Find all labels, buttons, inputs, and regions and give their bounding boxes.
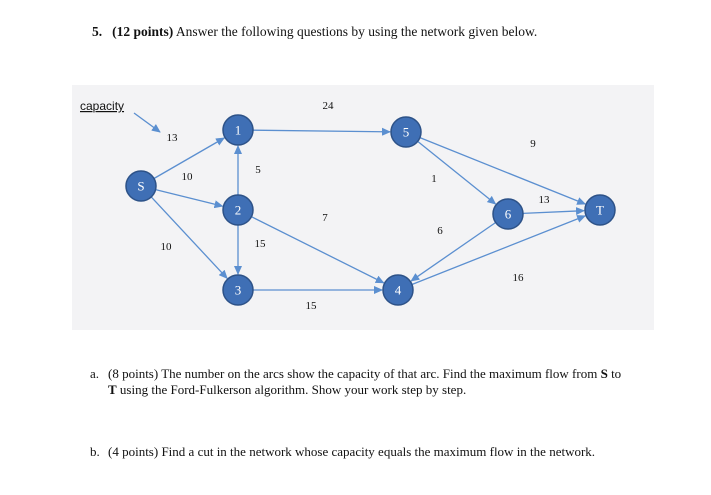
arc-capacity-S-3: 10 <box>161 241 173 253</box>
arc-5-6 <box>417 140 497 205</box>
node-4: 4 <box>382 274 414 306</box>
question-a-to: to <box>611 366 622 381</box>
arc-capacity-1-5: 24 <box>323 100 335 112</box>
node-label-S: S <box>137 179 144 194</box>
node-label-5: 5 <box>403 125 410 140</box>
arc-capacity-2-1: 5 <box>255 164 261 176</box>
arc-capacity-S-2: 10 <box>182 171 194 183</box>
question-a: a. (8 points) The number on the arcs show… <box>90 366 650 398</box>
node-S: S <box>125 170 157 202</box>
arc-capacity-6-T: 13 <box>539 194 551 206</box>
arc-6-4 <box>410 221 497 282</box>
arc-S-1 <box>153 137 226 180</box>
question-a-text1: The number on the arcs show the capacity… <box>161 366 598 381</box>
question-a-label: a. <box>90 366 100 381</box>
question-b-points: (4 points) <box>108 444 159 459</box>
node-2: 2 <box>222 194 254 226</box>
node-5: 5 <box>390 116 422 148</box>
node-1: 1 <box>222 114 254 146</box>
node-3: 3 <box>222 274 254 306</box>
node-T: T <box>584 194 616 226</box>
node-6: 6 <box>492 198 524 230</box>
arc-capacity-2-4: 7 <box>322 212 328 224</box>
arc-capacity-5-6: 1 <box>431 173 437 185</box>
question-b-label: b. <box>90 444 100 459</box>
arc-5-T <box>419 136 587 205</box>
arc-capacity-S-1: 13 <box>167 132 179 144</box>
question-a-text2: using the Ford-Fulkerson algorithm. Show… <box>119 382 467 397</box>
arc-capacity-3-4: 15 <box>306 300 318 312</box>
arc-2-4 <box>251 216 385 284</box>
arc-6-T <box>522 207 586 216</box>
question-b-text: Find a cut in the network whose capacity… <box>161 444 596 459</box>
question-a-points: (8 points) <box>108 366 159 381</box>
source-node-ref: S <box>600 366 608 381</box>
node-label-3: 3 <box>235 283 242 298</box>
problem-number: 5. <box>92 24 103 39</box>
sink-node-ref: T <box>108 382 117 397</box>
network-figure: 13 10 10 5 15 24 7 15 1 9 6 13 16 S 1 2 3 4 5 6 T capacity <box>72 85 654 330</box>
arc-S-2 <box>155 188 224 209</box>
problem-prompt: Answer the following questions by using … <box>175 24 538 39</box>
problem-heading: 5. (12 points) Answer the following quest… <box>92 24 537 40</box>
node-label-6: 6 <box>505 207 512 222</box>
arc-4-T <box>411 215 587 286</box>
capacity-annotation: capacity <box>80 99 124 113</box>
arc-S-3 <box>150 196 228 280</box>
node-label-T: T <box>596 203 604 218</box>
capacity-pointer-arrow <box>133 112 161 133</box>
arc-capacity-5-T: 9 <box>530 138 536 150</box>
network-diagram: 13 10 10 5 15 24 7 15 1 9 6 13 16 S 1 2 3 4 5 6 T capacity <box>80 99 616 312</box>
arc-capacity-4-T: 16 <box>513 272 525 284</box>
node-label-4: 4 <box>395 283 402 298</box>
node-label-2: 2 <box>235 203 242 218</box>
arc-capacity-6-4: 6 <box>437 225 443 237</box>
arc-1-5 <box>252 127 392 136</box>
arc-capacity-2-3: 15 <box>255 238 267 250</box>
problem-points: (12 points) <box>112 24 174 39</box>
question-b: b. (4 points) Find a cut in the network w… <box>90 444 650 460</box>
node-label-1: 1 <box>235 123 242 138</box>
